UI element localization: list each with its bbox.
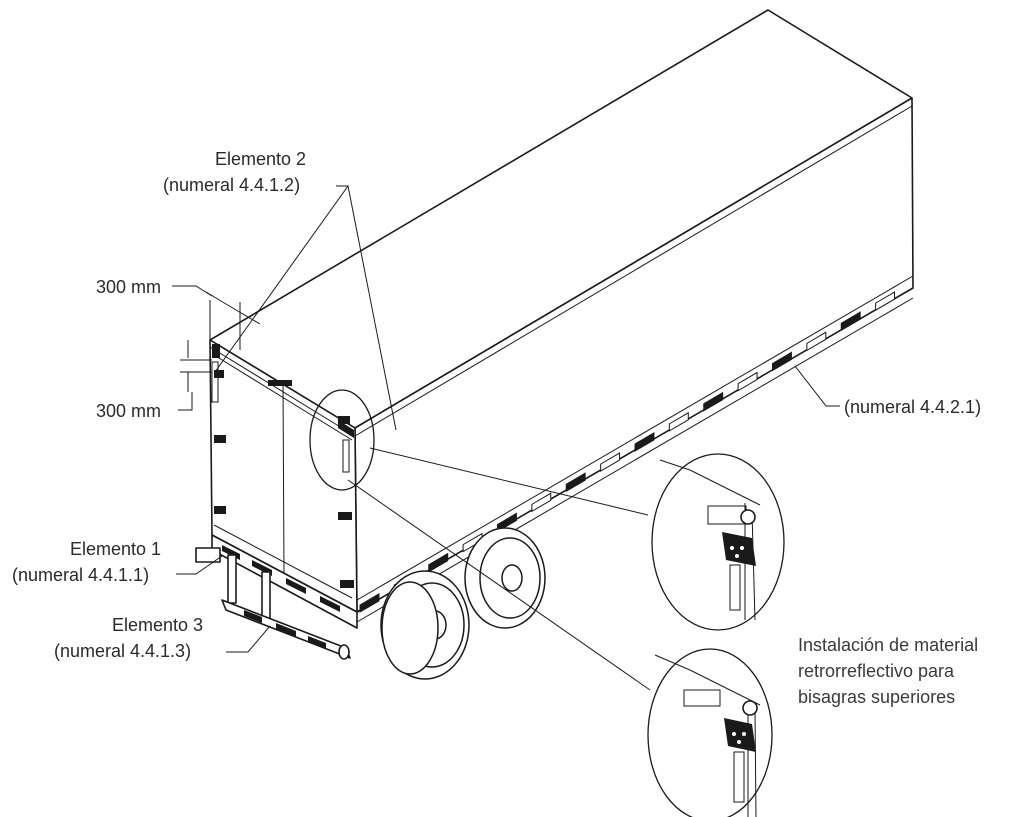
side-reflective-strip [359,291,896,613]
reflective-segment [428,552,449,573]
elemento3-ref: (numeral 4.4.1.3) [54,641,192,661]
reflective-segment [703,391,724,412]
install-caption-line3: bisagras superiores [798,687,956,707]
rear-door-split [282,382,285,575]
dim-top-label: 300 mm [96,277,162,297]
reflective-segment [737,371,758,392]
detail-callout-circle [309,389,375,491]
reflective-segment [806,331,827,352]
side-ref-label: (numeral 4.4.2.1) [844,397,982,417]
door-hinges [214,370,354,588]
reflective-segment [772,351,792,372]
wheels [380,527,546,680]
reflective-segment [668,411,689,432]
reflective-segment [875,291,896,311]
corner-reflective-marks [211,344,354,473]
elemento1-ref: (numeral 4.4.1.1) [12,565,150,585]
underride-guard [195,547,351,660]
detail-view-upper [651,453,785,631]
dim-side-label: 300 mm [96,401,162,421]
rear-bumper-frame [211,534,358,629]
install-caption-line2: retrorreflectivo para [798,661,955,681]
elemento3-title: Elemento 3 [112,615,204,635]
reflective-segment [600,452,621,472]
install-caption-line1: Instalación de material [798,635,979,655]
reflective-segment [840,311,861,332]
elemento2-title: Elemento 2 [215,149,307,169]
reflective-segment [565,472,586,493]
leader-lines [172,185,840,653]
reflective-segment [531,492,552,513]
reflective-segment [359,593,380,613]
elemento1-title: Elemento 1 [70,539,162,559]
reflective-segment [634,432,655,452]
trailer-body [209,9,914,629]
detail-view-lower [647,648,773,817]
elemento2-ref: (numeral 4.4.1.2) [163,175,301,195]
